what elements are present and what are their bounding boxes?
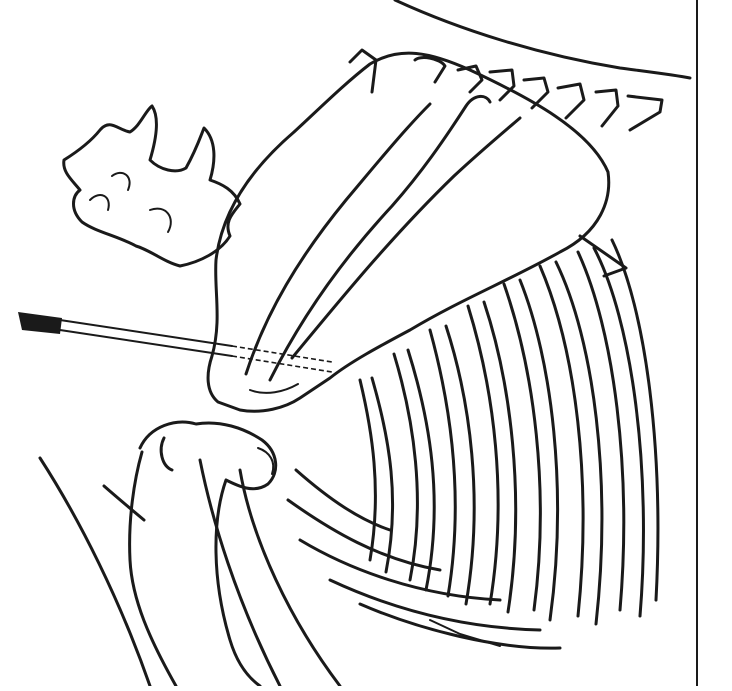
ribs	[360, 236, 658, 624]
needle	[18, 312, 332, 372]
sternum-cartilage	[288, 470, 560, 648]
forelimb-contours	[40, 458, 340, 686]
needle-hub	[18, 312, 62, 334]
humerus	[130, 422, 276, 686]
spinous-processes	[350, 50, 662, 130]
cervical-vertebrae	[64, 106, 240, 266]
skin-contour-top	[395, 0, 690, 78]
scapula	[208, 53, 609, 411]
